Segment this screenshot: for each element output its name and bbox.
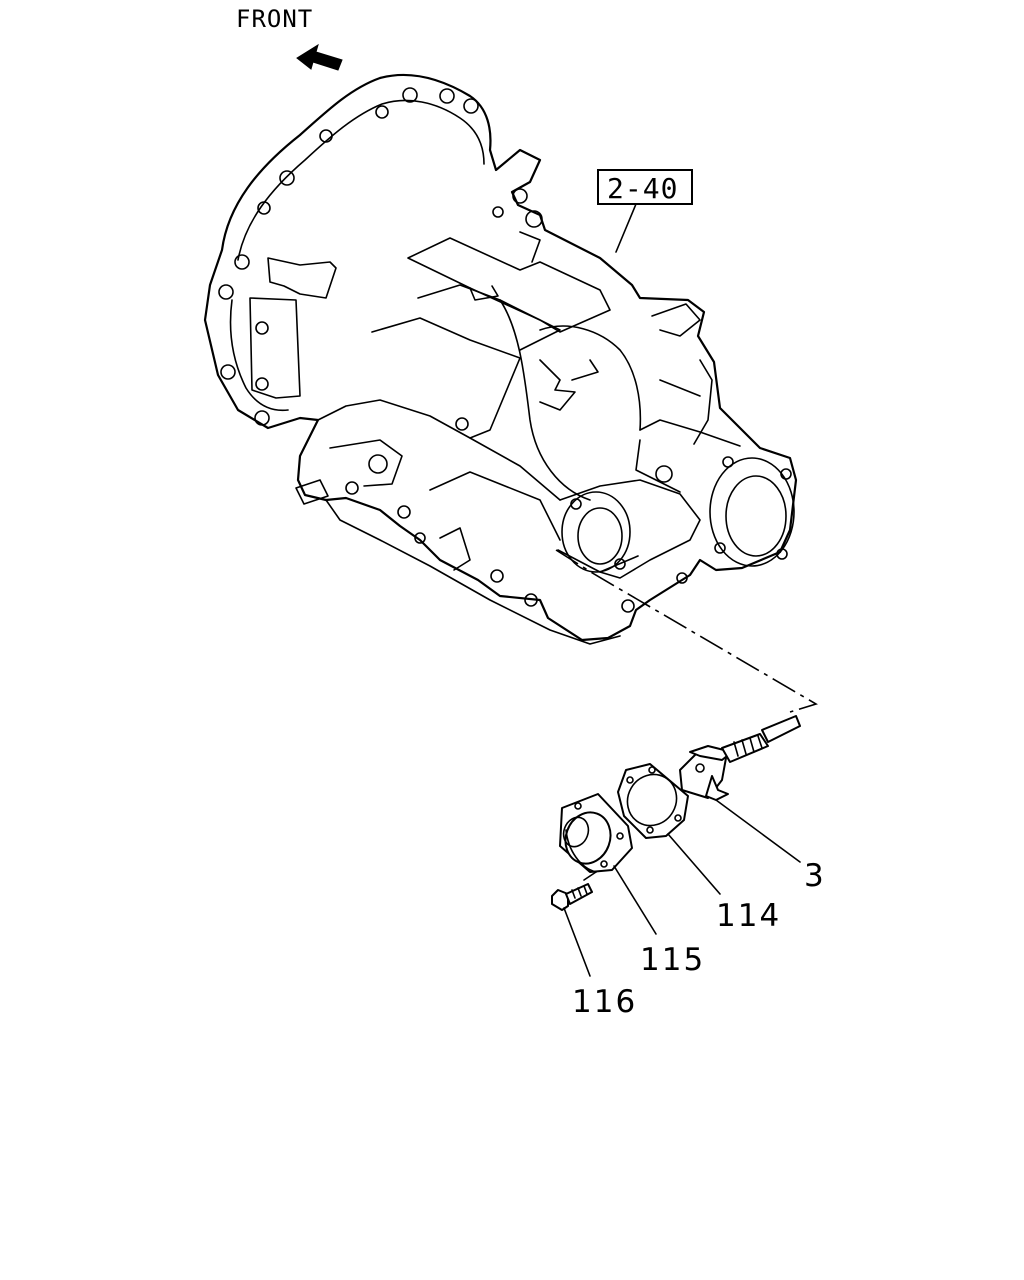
callout-3: 3	[804, 858, 826, 894]
front-arrow-icon	[296, 43, 343, 71]
callout-leader-114	[667, 833, 721, 895]
part-115-sleeve	[559, 793, 633, 873]
reference-leader-line	[615, 203, 637, 253]
reference-box-label: 2-40	[607, 172, 678, 205]
front-label: FRONT	[236, 5, 313, 33]
callout-leader-116	[563, 907, 591, 977]
callout-115: 115	[640, 942, 705, 978]
bolt-leader-dash	[583, 871, 597, 881]
part-114-gasket	[617, 763, 689, 839]
part-116-bolt	[551, 883, 593, 911]
callout-leader-3	[715, 799, 801, 863]
transmission-illustration	[203, 73, 798, 645]
callout-114: 114	[716, 898, 781, 934]
callout-116: 116	[572, 984, 637, 1020]
reference-box: 2-40	[597, 169, 693, 205]
callout-leader-115	[613, 865, 657, 935]
explode-center-line	[555, 549, 818, 713]
part-3-speedometer-gear	[679, 715, 801, 801]
